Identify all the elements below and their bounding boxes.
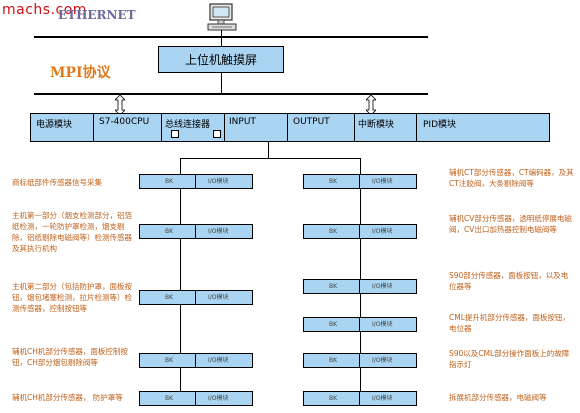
left-io-station-5: BK I/O模块 [139, 391, 253, 406]
double-arrow-icon [366, 95, 376, 115]
rack-module-input: INPUT [229, 117, 256, 127]
rack-drop-line [268, 141, 269, 159]
bk-label: BK [165, 395, 174, 402]
module-divider [359, 280, 360, 293]
bk-label: BK [165, 294, 174, 301]
hmi-touchscreen-box: 上位机触摸屏 [158, 46, 284, 73]
bk-label: BK [329, 228, 338, 235]
computer-icon [206, 2, 238, 34]
left-description-1: 商标纸部件传感器信号采集 [12, 178, 102, 187]
bk-label: BK [329, 321, 338, 328]
right-description-2: 辅机CV部分传感器，透明纸停展电磁阀，CV出口加热器控制电磁阀等 [449, 214, 572, 234]
io-module-label: I/O模块 [372, 357, 393, 364]
rack-module-pid: PID模块 [423, 120, 457, 130]
io-module-label: I/O模块 [208, 228, 229, 235]
bus-connector-port [213, 130, 221, 138]
mpi-bus-line [34, 93, 428, 95]
watermark: machs.com [2, 2, 87, 18]
rack-divider [287, 114, 288, 141]
io-module-label: I/O模块 [208, 294, 229, 301]
right-description-6: 拆展机部分传感器，电磁阀等 [449, 393, 547, 402]
io-module-label: I/O模块 [372, 178, 393, 185]
module-divider [195, 291, 196, 304]
module-divider [195, 225, 196, 238]
right-description-3: S90部分传感器，面板按钮，以及电位器等 [449, 271, 569, 291]
bus-connector-port [171, 130, 179, 138]
io-module-label: I/O模块 [372, 321, 393, 328]
rack-module-output: OUTPUT [293, 117, 330, 127]
io-module-label: I/O模块 [208, 395, 229, 402]
plc-rack: 电源模块 S7-400CPU 总线连接器 INPUT OUTPUT 中断模块 P… [30, 113, 550, 142]
io-module-label: I/O模块 [372, 228, 393, 235]
left-description-3: 主机第二部分（包括防护罩，面板按钮，烟包堵塞检测，拉片检测等）检测传感器，控制按… [12, 282, 132, 313]
left-description-4: 辅机CH机部分传感器，面板控制按钮，CH部分烟包剔除阀等 [12, 347, 128, 367]
left-io-station-4: BK I/O模块 [139, 353, 253, 368]
rack-module-cpu: S7-400CPU [99, 117, 150, 127]
module-divider [359, 354, 360, 367]
module-divider [359, 175, 360, 188]
rack-divider [224, 114, 225, 141]
chain-split-line [180, 158, 361, 159]
left-io-station-2: BK I/O模块 [139, 224, 253, 239]
rack-divider [161, 114, 162, 141]
right-description-1: 辅机CT部分传感器，CT编码器，及其CT注胶阀，大条剔除阀等 [449, 168, 574, 188]
left-io-station-3: BK I/O模块 [139, 290, 253, 305]
rack-divider [416, 114, 417, 141]
rack-module-power: 电源模块 [36, 120, 73, 130]
left-io-station-1: BK I/O模块 [139, 174, 253, 189]
bk-label: BK [165, 357, 174, 364]
right-io-station-6: BK I/O模块 [303, 391, 417, 406]
module-divider [359, 392, 360, 405]
left-description-2: 主机第一部分（烟支检测部分，铝箔纸检测，一轮防护罩检测，烟支剔除，铝纸剔除电磁阀… [12, 211, 132, 253]
rack-divider [93, 114, 94, 141]
right-io-station-4: BK I/O模块 [303, 317, 417, 332]
rack-module-bus-connector: 总线连接器 [165, 120, 211, 130]
right-io-station-1: BK I/O模块 [303, 174, 417, 189]
rack-divider [354, 114, 355, 141]
right-io-station-3: BK I/O模块 [303, 279, 417, 294]
left-chain-line [180, 158, 181, 404]
hmi-ethernet-link [221, 37, 222, 47]
right-description-4: CML提升机部分传感器，面板按钮，电位器 [449, 313, 570, 333]
io-module-label: I/O模块 [208, 357, 229, 364]
bk-label: BK [329, 395, 338, 402]
io-module-label: I/O模块 [372, 395, 393, 402]
right-io-station-5: BK I/O模块 [303, 353, 417, 368]
left-description-5: 辅机CH机部分传感器， 防护罩等 [12, 393, 123, 402]
bk-label: BK [329, 178, 338, 185]
rack-module-interrupt: 中断模块 [358, 120, 395, 130]
computer-ethernet-link [221, 30, 222, 37]
io-module-label: I/O模块 [208, 178, 229, 185]
bk-label: BK [165, 228, 174, 235]
io-module-label: I/O模块 [372, 283, 393, 290]
module-divider [359, 225, 360, 238]
bk-label: BK [329, 283, 338, 290]
mpi-protocol-label: MPI协议 [50, 65, 111, 81]
module-divider [195, 392, 196, 405]
hmi-label: 上位机触摸屏 [184, 53, 257, 67]
double-arrow-icon [115, 95, 125, 115]
module-divider [195, 175, 196, 188]
module-divider [195, 354, 196, 367]
bk-label: BK [165, 178, 174, 185]
module-divider [359, 318, 360, 331]
right-io-station-2: BK I/O模块 [303, 224, 417, 239]
ethernet-label: ETHERNET [58, 8, 136, 22]
hmi-mpi-link [221, 72, 222, 94]
bk-label: BK [329, 357, 338, 364]
right-description-5: S90以及CML部分操作面板上的故障指示灯 [449, 349, 570, 369]
ethernet-bus-line [34, 36, 428, 38]
